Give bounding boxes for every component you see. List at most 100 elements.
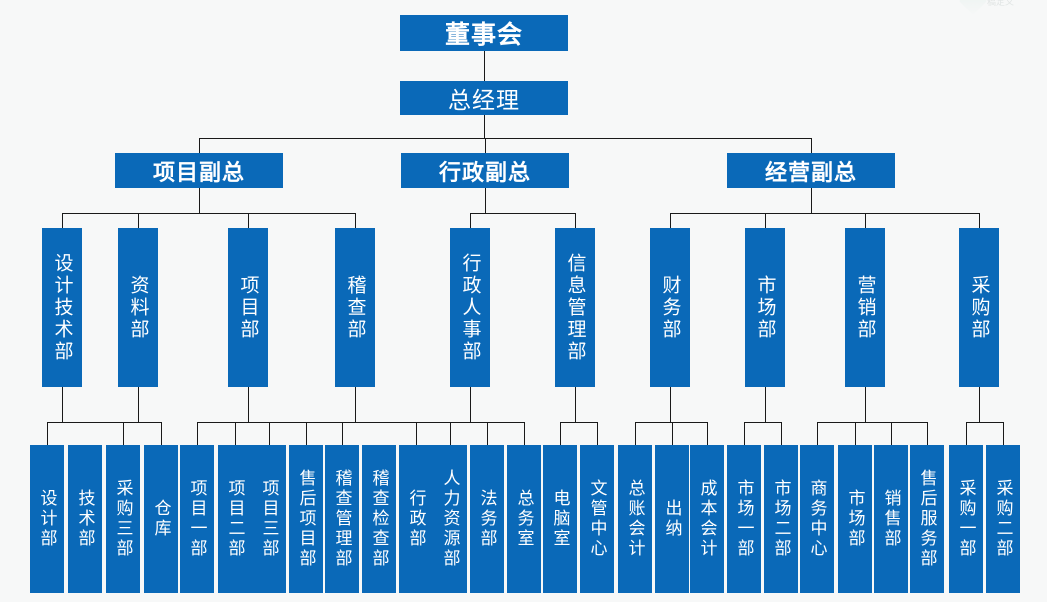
node-department-9[interactable]: 采购部 bbox=[959, 228, 999, 387]
node-team-18[interactable]: 成本会计 bbox=[690, 445, 724, 593]
node-team-10[interactable]: 行政部 bbox=[399, 445, 433, 593]
node-team-4[interactable]: 项目一部 bbox=[180, 445, 214, 593]
node-team-22[interactable]: 市场部 bbox=[838, 445, 872, 593]
node-department-7[interactable]: 市场部 bbox=[745, 228, 785, 387]
watermark-logo-icon bbox=[958, 0, 988, 16]
node-department-6[interactable]: 财务部 bbox=[650, 228, 690, 387]
connector-dept-drop-7-0 bbox=[744, 422, 745, 445]
node-team-6[interactable]: 项目三部 bbox=[252, 445, 286, 593]
connector-dept-drop-9-1 bbox=[1003, 422, 1004, 445]
connector-dept-drop-9-0 bbox=[966, 422, 967, 445]
node-team-8[interactable]: 稽查管理部 bbox=[325, 445, 359, 593]
connector-gm-drop-2 bbox=[811, 138, 812, 153]
connector-dept-drop-8-2 bbox=[891, 422, 892, 445]
node-team-11[interactable]: 人力资源部 bbox=[433, 445, 467, 593]
node-department-8[interactable]: 营销部 bbox=[845, 228, 885, 387]
node-board-of-directors[interactable]: 董事会 bbox=[400, 15, 568, 51]
connector-dept-drop-2-3 bbox=[306, 422, 307, 445]
node-team-17[interactable]: 出纳 bbox=[655, 445, 689, 593]
node-general-manager[interactable]: 总经理 bbox=[400, 81, 568, 115]
connector-vp-drop-2-0 bbox=[670, 213, 671, 228]
node-team-16[interactable]: 总账会计 bbox=[618, 445, 652, 593]
node-team-25[interactable]: 采购一部 bbox=[949, 445, 983, 593]
node-vp-1[interactable]: 行政副总 bbox=[401, 153, 569, 188]
connector-gm-drop-0 bbox=[199, 138, 200, 153]
connector-vp-stem-1 bbox=[485, 188, 486, 213]
connector-dept-drop-6-0 bbox=[635, 422, 636, 445]
connector-dept-drop-4-0 bbox=[416, 422, 417, 445]
node-team-19[interactable]: 市场一部 bbox=[727, 445, 761, 593]
connector-vp-drop-2-1 bbox=[765, 213, 766, 228]
connector-dept-stem-3 bbox=[355, 387, 356, 422]
node-team-20[interactable]: 市场二部 bbox=[764, 445, 798, 593]
connector-dept-drop-6-1 bbox=[672, 422, 673, 445]
node-team-2[interactable]: 采购三部 bbox=[106, 445, 140, 593]
connector-dept-drop-4-3 bbox=[524, 422, 525, 445]
connector-dept-drop-3-0 bbox=[342, 422, 343, 445]
connector-dept-stem-0 bbox=[62, 387, 63, 422]
node-team-0[interactable]: 设计部 bbox=[30, 445, 64, 593]
node-team-21[interactable]: 商务中心 bbox=[800, 445, 834, 593]
connector-dept-stem-5 bbox=[575, 387, 576, 422]
node-team-14[interactable]: 电脑室 bbox=[543, 445, 577, 593]
connector-dept-stem-8 bbox=[865, 387, 866, 422]
connector-dept-drop-2-1 bbox=[235, 422, 236, 445]
connector-gm-stem bbox=[484, 115, 485, 138]
connector-dept-bus-0 bbox=[47, 422, 123, 423]
connector-board-gm bbox=[484, 51, 485, 81]
connector-vp-drop-2-3 bbox=[979, 213, 980, 228]
node-team-26[interactable]: 采购二部 bbox=[986, 445, 1020, 593]
node-team-3[interactable]: 仓库 bbox=[144, 445, 178, 593]
connector-vp-drop-0-2 bbox=[248, 213, 249, 228]
connector-dept-stem-6 bbox=[670, 387, 671, 422]
connector-vp-stem-0 bbox=[199, 188, 200, 213]
node-team-13[interactable]: 总务室 bbox=[507, 445, 541, 593]
node-team-23[interactable]: 销售部 bbox=[874, 445, 908, 593]
connector-dept-bus-8 bbox=[817, 422, 927, 423]
node-department-4[interactable]: 行政人事部 bbox=[450, 228, 490, 387]
connector-vp-stem-2 bbox=[811, 188, 812, 213]
watermark: 稿定义 bbox=[958, 0, 1041, 16]
connector-dept-bus-3 bbox=[342, 422, 487, 423]
connector-vp-drop-0-1 bbox=[138, 213, 139, 228]
connector-dept-stem-7 bbox=[765, 387, 766, 422]
node-team-9[interactable]: 稽查检查部 bbox=[362, 445, 396, 593]
watermark-label: 稿定义 bbox=[987, 0, 1015, 7]
connector-dept-drop-0-0 bbox=[47, 422, 48, 445]
node-team-15[interactable]: 文管中心 bbox=[580, 445, 614, 593]
connector-dept-drop-1-1 bbox=[161, 422, 162, 445]
connector-dept-stem-9 bbox=[979, 387, 980, 422]
connector-gm-drop-1 bbox=[485, 138, 486, 153]
connector-dept-bus-6 bbox=[635, 422, 707, 423]
node-team-24[interactable]: 售后服务部 bbox=[910, 445, 944, 593]
connector-vp-drop-0-3 bbox=[355, 213, 356, 228]
node-vp-2[interactable]: 经营副总 bbox=[727, 153, 895, 188]
node-team-1[interactable]: 技术部 bbox=[68, 445, 102, 593]
connector-dept-bus-7 bbox=[744, 422, 781, 423]
connector-dept-drop-5-0 bbox=[560, 422, 561, 445]
connector-vp-bus-0 bbox=[62, 213, 355, 214]
connector-dept-drop-7-1 bbox=[781, 422, 782, 445]
node-team-7[interactable]: 售后项目部 bbox=[289, 445, 323, 593]
node-department-5[interactable]: 信息管理部 bbox=[555, 228, 595, 387]
connector-dept-stem-1 bbox=[138, 387, 139, 422]
node-department-0[interactable]: 设计技术部 bbox=[42, 228, 82, 387]
node-vp-0[interactable]: 项目副总 bbox=[115, 153, 283, 188]
connector-dept-drop-2-0 bbox=[197, 422, 198, 445]
connector-dept-bus-4 bbox=[416, 422, 524, 423]
connector-vp-drop-1-0 bbox=[470, 213, 471, 228]
node-team-12[interactable]: 法务部 bbox=[470, 445, 504, 593]
node-team-5[interactable]: 项目二部 bbox=[218, 445, 252, 593]
connector-dept-bus-5 bbox=[560, 422, 597, 423]
connector-vp-bus-2 bbox=[670, 213, 979, 214]
node-department-2[interactable]: 项目部 bbox=[228, 228, 268, 387]
connector-dept-drop-5-1 bbox=[597, 422, 598, 445]
node-department-1[interactable]: 资料部 bbox=[118, 228, 158, 387]
connector-dept-drop-8-1 bbox=[855, 422, 856, 445]
connector-dept-stem-2 bbox=[248, 387, 249, 422]
connector-dept-bus-1 bbox=[123, 422, 161, 423]
connector-dept-bus-2 bbox=[197, 422, 380, 423]
node-department-3[interactable]: 稽查部 bbox=[335, 228, 375, 387]
connector-vp-drop-2-2 bbox=[865, 213, 866, 228]
